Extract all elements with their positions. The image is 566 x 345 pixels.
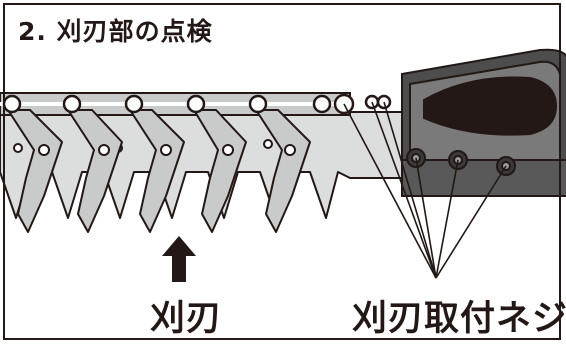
- blade-teeth: [7, 109, 311, 233]
- label-blade: 刈刃: [150, 299, 223, 339]
- blade-mount-screws: [406, 148, 516, 176]
- blade-bar: [0, 92, 351, 116]
- callout-lines: [343, 101, 507, 279]
- screw-icon: [448, 150, 468, 170]
- blade-rivets: [2, 93, 392, 115]
- section-title: 2. 刈刃部の点検: [12, 10, 221, 50]
- trimmer-housing: [401, 48, 566, 197]
- label-blade-screws: 刈刃取付ネジ: [352, 299, 566, 339]
- up-arrow-icon: [162, 236, 196, 282]
